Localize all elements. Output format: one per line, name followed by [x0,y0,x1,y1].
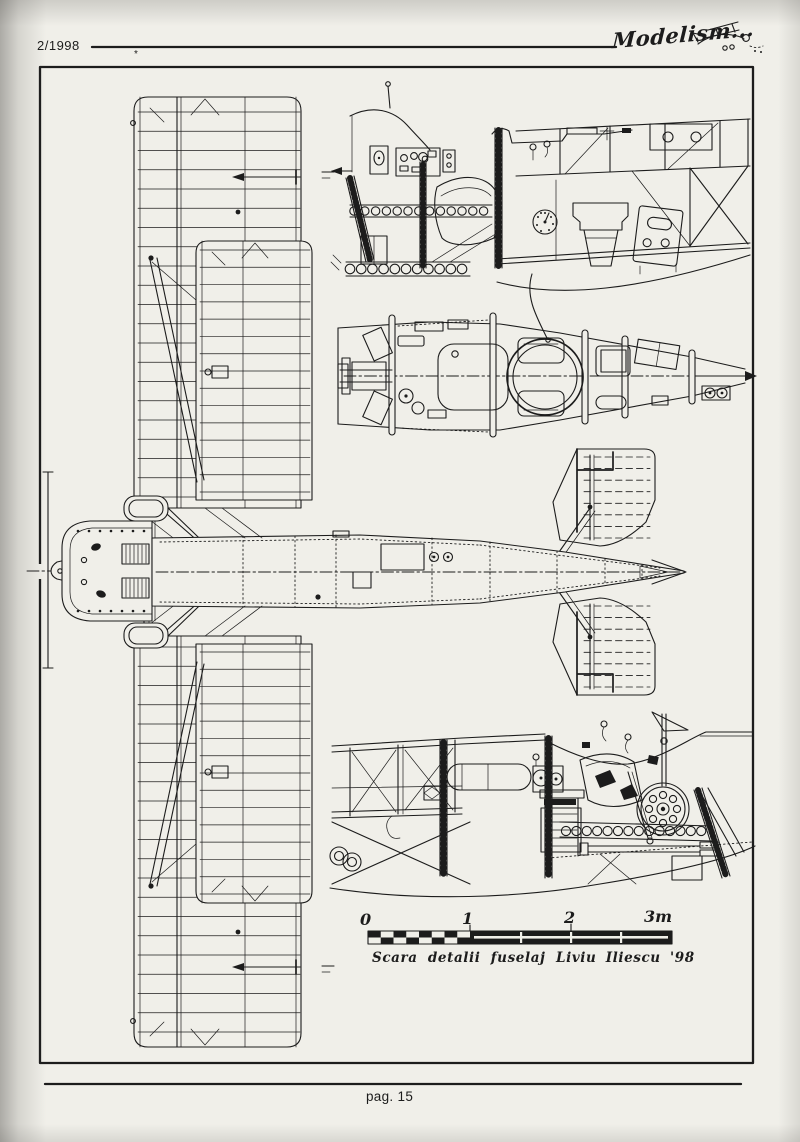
author-credit: Liviu Iliescu '98 [556,950,695,966]
pilot-seat [434,176,500,246]
scale-tick-0: 0 [360,910,372,929]
engine-cowling [61,520,156,622]
tailplane [551,448,656,566]
fuselage-plan [151,171,687,973]
cable [529,273,548,339]
propeller [26,471,67,669]
page-number: pag. 15 [366,1089,414,1104]
lower-wing [195,240,313,501]
side-cutaway-aft [329,711,756,898]
scale-tick-1: 1 [462,909,474,928]
control-pulley [636,782,690,836]
tank-2 [632,205,684,267]
biplane-sketch-icon [692,21,764,53]
cockpit-ring [506,338,584,416]
scale-tick-3: 3m [644,907,673,926]
biplane-top-view [26,96,687,1048]
scale-caption: Scara detalii fuselaj [372,950,546,966]
scale-bar [367,923,673,945]
scale-tick-2: 2 [564,908,576,927]
registration-mark: * [134,49,138,60]
engine-plan [337,319,469,426]
interplane-struts [148,255,205,483]
fuel-tank-plan [437,343,509,411]
side-cutaway-forward [330,81,751,343]
plan-cutaway-forward [337,312,757,438]
issue-number: 2/1998 [37,38,80,53]
instrument-panel [369,145,456,177]
air-bottle [446,763,532,791]
direction-arrow [232,169,301,185]
fuel-tank [572,202,629,267]
